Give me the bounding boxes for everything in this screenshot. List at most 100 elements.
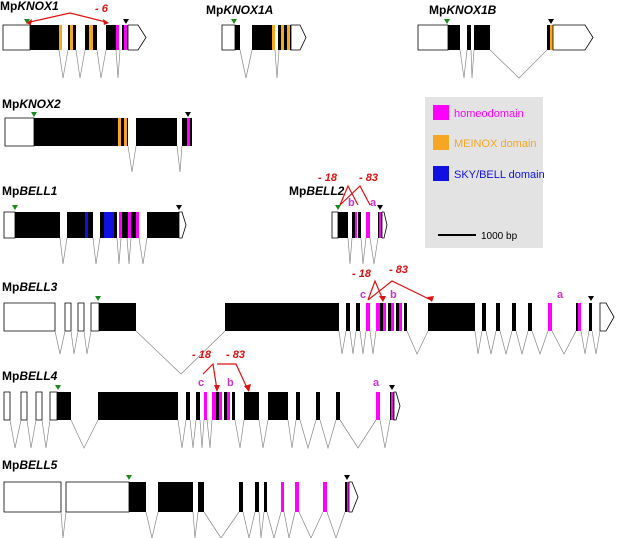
utr-5 — [2, 24, 31, 51]
exon — [147, 212, 179, 238]
start-codon-marker — [31, 112, 37, 117]
homeodomain — [391, 303, 394, 331]
meinox-domain — [281, 25, 284, 50]
exon — [196, 392, 200, 420]
utr-5 — [77, 302, 85, 332]
homeodomain — [204, 392, 207, 420]
arrowhead — [26, 19, 32, 25]
homeodomain — [366, 303, 370, 331]
intron — [474, 330, 483, 355]
intron — [258, 511, 265, 538]
exon — [30, 25, 59, 50]
exon — [186, 392, 190, 420]
meinox-domain — [124, 118, 127, 146]
alt-start-arrow — [339, 185, 371, 206]
intron — [369, 237, 379, 265]
intron — [459, 49, 468, 79]
stop-codon-marker — [588, 296, 594, 301]
intron — [349, 330, 357, 355]
exon — [216, 392, 219, 420]
utr-5 — [64, 302, 72, 332]
exon — [136, 118, 177, 146]
homeodomain — [212, 392, 216, 420]
exon — [336, 392, 340, 420]
intron — [274, 49, 280, 79]
exon — [428, 303, 475, 331]
isoform-label: c — [198, 377, 204, 389]
homeodomain — [219, 392, 222, 420]
exon — [131, 212, 136, 238]
utr-3 — [381, 211, 388, 239]
intron — [266, 511, 282, 538]
legend-swatch-meinox — [433, 135, 449, 150]
intron — [145, 511, 159, 538]
gene-label: MpKNOX2 — [2, 97, 61, 111]
utr-3 — [393, 391, 401, 421]
alt-start-arrow — [339, 184, 359, 206]
homeodomain — [323, 482, 327, 512]
intron — [58, 49, 69, 79]
legend-label-homeodomain: homeodomain — [454, 108, 524, 120]
meinox-domain — [89, 25, 93, 50]
intron — [92, 237, 101, 265]
intron — [369, 330, 377, 355]
meinox-domain — [287, 25, 290, 50]
skybell-domain — [104, 212, 114, 238]
isoform-label: a — [557, 289, 564, 301]
exon — [264, 482, 267, 512]
gene-label: MpKNOX1A — [206, 3, 273, 17]
exon — [232, 392, 235, 420]
intron — [499, 330, 513, 356]
start-codon-marker — [55, 385, 61, 390]
homeodomain — [391, 392, 393, 420]
exon — [15, 212, 60, 238]
intron — [485, 330, 497, 355]
alt-start-arrow — [217, 363, 249, 391]
intron — [54, 330, 66, 355]
utr-5 — [90, 302, 100, 332]
intron — [59, 237, 68, 265]
offset-label: - 18 — [192, 349, 212, 361]
exon — [98, 392, 178, 420]
start-codon-marker — [335, 205, 341, 210]
exon — [34, 118, 128, 146]
exon — [268, 392, 288, 420]
homeodomain — [366, 212, 370, 238]
gene-bell3: MpBELL3 — [2, 264, 615, 375]
utr-3 — [290, 24, 307, 51]
exon — [296, 392, 300, 420]
isoform-label: b — [390, 289, 397, 301]
intron — [116, 237, 122, 265]
intron — [580, 330, 590, 355]
gene-knox2: MpKNOX2 — [2, 97, 192, 173]
utr-3 — [127, 24, 147, 51]
intron — [138, 237, 148, 265]
intron — [83, 330, 92, 355]
stop-codon-marker — [123, 19, 129, 24]
meinox-domain — [70, 25, 73, 50]
exon — [57, 392, 71, 420]
gene-bell1: MpBELL1 — [2, 184, 187, 265]
gene-bell4: MpBELL4 — [2, 349, 401, 450]
exon — [388, 303, 391, 331]
legend-swatch-skybell — [433, 166, 449, 181]
gene-bell2: MpBELL2 - 18 - 83 b a — [289, 172, 388, 265]
intron — [319, 419, 337, 450]
exon — [396, 303, 399, 331]
gene-label: MpBELL4 — [2, 369, 58, 383]
exon — [190, 118, 192, 146]
gene-label: MpBELL5 — [2, 458, 58, 472]
exon — [316, 392, 320, 420]
intron — [242, 511, 256, 538]
exon — [224, 392, 227, 420]
exon — [338, 212, 348, 238]
exon — [225, 303, 339, 331]
intron — [26, 419, 37, 449]
gene-label: MpBELL3 — [2, 280, 58, 294]
skybell-domain — [85, 212, 88, 238]
start-codon-marker — [12, 205, 18, 210]
exon — [129, 482, 146, 512]
intron — [326, 511, 346, 538]
intron — [360, 237, 367, 265]
